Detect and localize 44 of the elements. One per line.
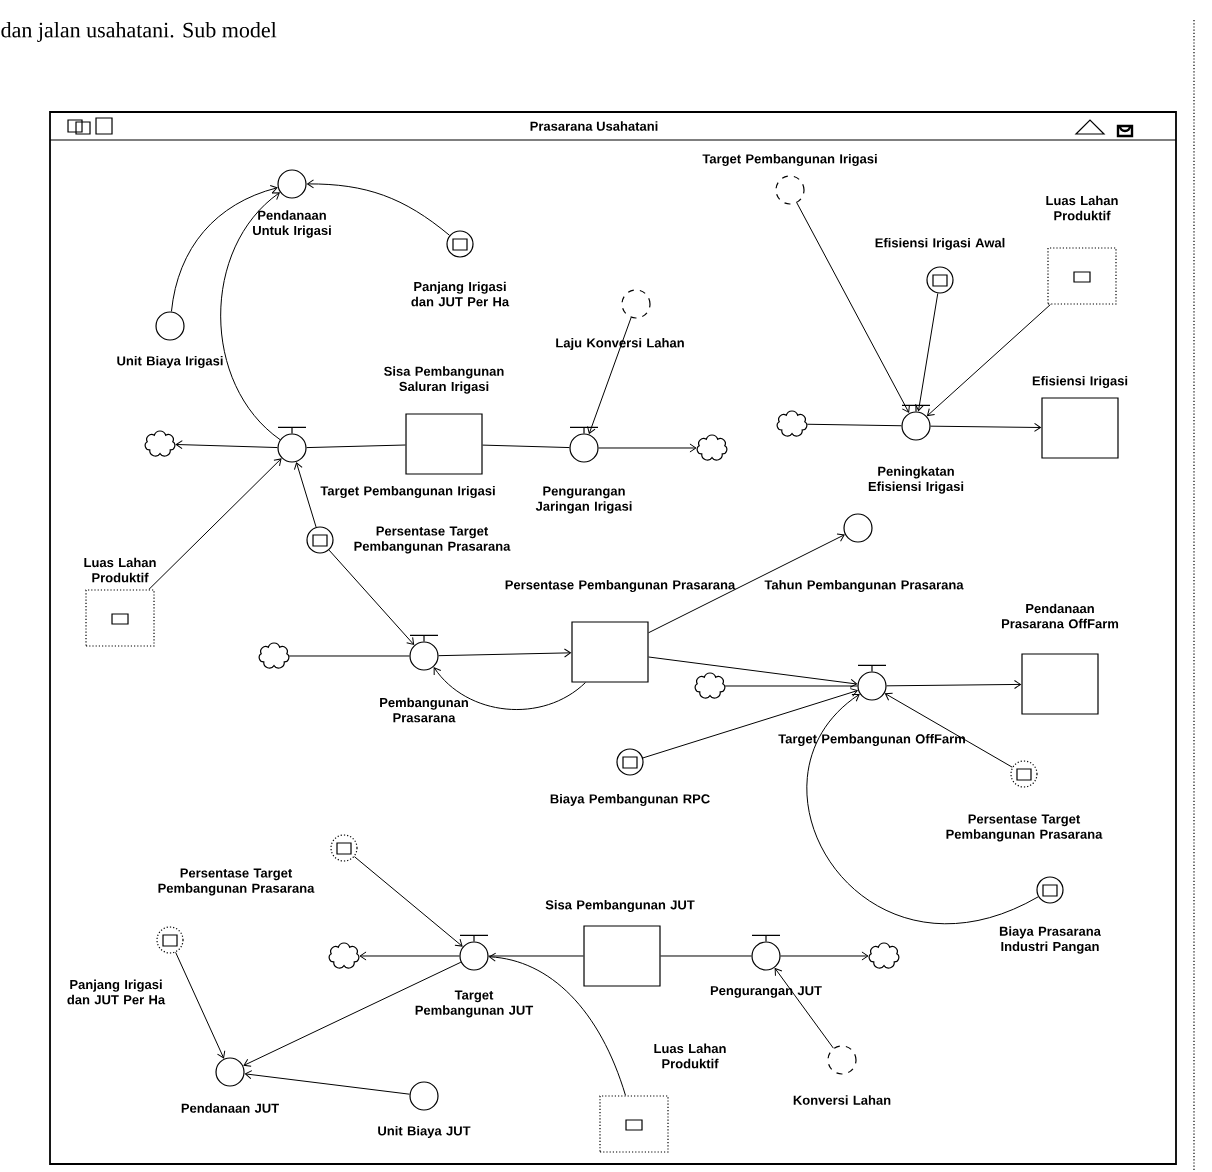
pipe-line: [724, 685, 858, 687]
cloud-symbol: [328, 942, 360, 969]
arrow: [780, 951, 869, 961]
arrow: [774, 968, 834, 1049]
arrow: [598, 443, 697, 453]
pipe-line: [288, 655, 410, 657]
arrow: [587, 317, 632, 434]
arrow: [359, 951, 460, 961]
cloud-symbol: [696, 434, 728, 461]
arrow: [433, 667, 586, 710]
arrow: [796, 202, 910, 413]
cloud-symbol: [694, 672, 726, 699]
arrow: [328, 549, 415, 645]
arrow: [244, 1070, 410, 1095]
arrow: [806, 694, 1039, 925]
arrow: [170, 184, 278, 312]
arrow: [648, 533, 845, 634]
arrow: [648, 656, 858, 688]
arrow: [243, 961, 462, 1067]
cloud-symbol: [258, 642, 290, 669]
arrow: [642, 688, 858, 759]
pipe-line: [660, 955, 752, 957]
arrow: [884, 692, 1013, 768]
arrow: [930, 422, 1041, 432]
arrow: [175, 951, 226, 1059]
arrow: [293, 462, 317, 528]
arrow: [175, 440, 278, 450]
arrow: [220, 192, 281, 441]
arrow: [148, 458, 282, 590]
arrow: [886, 679, 1021, 689]
cloud-symbol: [144, 430, 176, 457]
pipe-line: [482, 444, 570, 449]
arrow: [438, 648, 571, 658]
pipe-line: [806, 423, 902, 427]
pipe-line: [306, 444, 406, 449]
cloud-symbol: [776, 410, 808, 437]
arrow: [927, 304, 1051, 417]
body-text: dan jalan usahatani. Sub model: [1, 22, 277, 42]
arrow: [489, 952, 626, 1096]
arrow: [307, 179, 451, 236]
arrow: [915, 292, 939, 412]
cloud-symbol: [868, 942, 900, 969]
pipe-line: [488, 955, 584, 957]
arrow: [353, 856, 463, 947]
